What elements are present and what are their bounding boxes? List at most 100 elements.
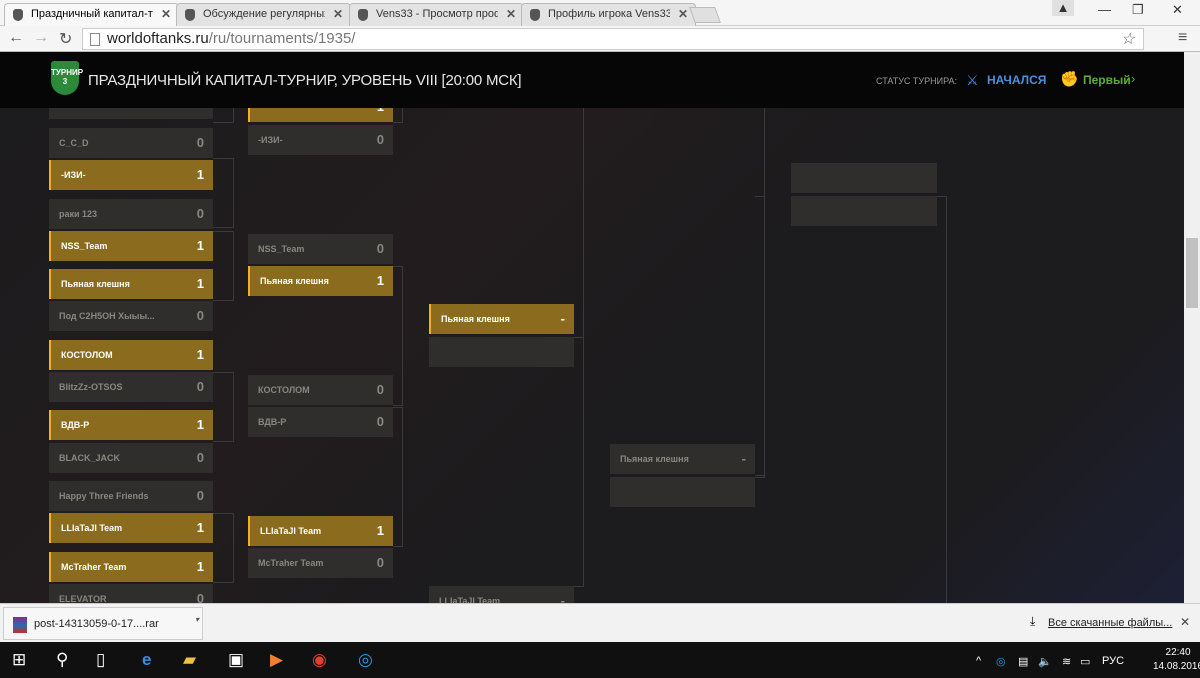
bracket-connector <box>213 513 234 583</box>
team-name: -ИЗИ- <box>61 170 86 180</box>
user-icon[interactable]: ▲ <box>1052 0 1074 16</box>
forward-icon[interactable]: → <box>33 29 49 46</box>
team-score: 1 <box>196 167 204 182</box>
close-download-bar-icon[interactable]: ✕ <box>1180 615 1191 629</box>
tray-expand-icon[interactable]: ^ <box>976 655 982 667</box>
task-view-icon[interactable]: ▯ <box>96 650 106 669</box>
wifi-icon[interactable]: ≋ <box>1062 656 1072 668</box>
network-device-icon[interactable]: ▤ <box>1018 656 1029 668</box>
team-slot[interactable] <box>610 477 755 507</box>
team-score: 0 <box>376 382 384 397</box>
team-name: BLACK_JACK <box>59 453 121 463</box>
notifications-icon[interactable]: ▭ <box>1080 656 1091 668</box>
team-slot[interactable]: 1 <box>248 108 393 122</box>
team-score: 1 <box>196 417 204 432</box>
team-slot[interactable] <box>791 163 937 193</box>
app-icon[interactable]: ◎ <box>358 650 373 669</box>
tray-app-icon[interactable]: ◎ <box>996 656 1006 668</box>
menu-icon[interactable]: ≡ <box>1178 29 1188 46</box>
bracket-connector <box>937 196 947 603</box>
team-score: 1 <box>196 238 204 253</box>
close-tab-icon[interactable]: ✕ <box>160 7 171 21</box>
tab-label: Профиль игрока Vens33 <box>548 8 670 20</box>
reload-icon[interactable]: ↻ <box>59 31 73 48</box>
tab-discussion[interactable]: Обсуждение регулярных✕ <box>176 3 351 26</box>
chrome-icon[interactable]: ◉ <box>312 650 327 669</box>
team-name: LLIaTaJI Team <box>260 526 322 536</box>
tab-profile-view[interactable]: Vens33 - Просмотр проф ✕ <box>349 3 524 26</box>
team-slot[interactable] <box>49 108 213 119</box>
chevron-right-icon[interactable]: › <box>1131 71 1136 86</box>
dropdown-icon[interactable]: ▾ <box>194 615 199 624</box>
team-slot[interactable]: -ИЗИ-0 <box>248 125 393 155</box>
scroll-thumb[interactable] <box>1186 238 1198 308</box>
team-name: Пьяная клешня <box>441 314 510 324</box>
tab-label: Vens33 - Просмотр проф <box>376 8 498 20</box>
bookmark-star-icon[interactable]: ☆ <box>1120 31 1135 48</box>
close-tab-icon[interactable]: ✕ <box>505 7 516 21</box>
close-window-icon[interactable]: ✕ <box>1172 2 1183 17</box>
new-tab-button[interactable] <box>689 7 721 23</box>
download-bar: post-14313059-0-17....rar▾ ⤓ Все скачанн… <box>0 603 1200 642</box>
close-tab-icon[interactable]: ✕ <box>677 7 688 21</box>
file-explorer-icon[interactable]: ▰ <box>183 650 197 669</box>
edge-icon[interactable]: e <box>142 650 152 669</box>
team-slot[interactable]: Пьяная клешня- <box>429 304 574 334</box>
team-slot[interactable] <box>429 337 574 367</box>
team-slot[interactable] <box>791 196 937 226</box>
bracket-connector <box>574 108 584 338</box>
minimize-icon[interactable]: — <box>1098 2 1111 17</box>
media-player-icon[interactable]: ▶ <box>270 650 284 669</box>
team-slot[interactable]: Пьяная клешня- <box>610 444 755 474</box>
volume-icon[interactable]: 🔈 <box>1038 656 1052 668</box>
restore-icon[interactable]: ❐ <box>1132 2 1144 17</box>
team-slot[interactable]: -ИЗИ- 1 <box>49 160 213 190</box>
back-icon[interactable]: ← <box>8 29 24 46</box>
team-slot[interactable]: КОСТОЛОМ 0 <box>248 375 393 405</box>
status-label: СТАТУС ТУРНИРА: <box>876 76 958 86</box>
fist-icon: ✊ <box>1060 71 1079 88</box>
tab-player-profile[interactable]: Профиль игрока Vens33 ✕ <box>521 3 696 26</box>
all-downloads-link[interactable]: Все скачанные файлы... <box>1048 617 1173 629</box>
team-slot[interactable]: Под C2H5OH Хыыы...0 <box>49 301 213 331</box>
language-indicator[interactable]: РУС <box>1102 655 1125 667</box>
url-input[interactable]: worldoftanks.ru/ru/tournaments/1935/☆ <box>82 28 1144 50</box>
download-icon: ⤓ <box>1030 614 1036 628</box>
search-icon[interactable]: ⚲ <box>56 650 69 669</box>
store-icon[interactable]: ▣ <box>228 650 245 669</box>
windows-start-icon[interactable]: ⊞ <box>12 650 27 669</box>
close-tab-icon[interactable]: ✕ <box>332 7 343 21</box>
team-slot[interactable]: LLIaTaJI Team- <box>429 586 574 603</box>
team-name: -ИЗИ- <box>258 135 283 145</box>
team-score: 1 <box>196 347 204 362</box>
team-score: 0 <box>376 414 384 429</box>
crossed-swords-icon: ⚔ <box>966 72 979 88</box>
team-name: КОСТОЛОМ <box>258 385 310 395</box>
team-name: Пьяная клешня <box>61 279 130 289</box>
tab-tournament[interactable]: Праздничный капитал-ту✕ <box>4 3 179 26</box>
scrollbar[interactable] <box>1184 52 1200 603</box>
download-item[interactable]: post-14313059-0-17....rar▾ <box>3 607 203 640</box>
url-domain: worldoftanks.ru <box>107 30 209 47</box>
user-link[interactable]: Первый <box>1083 73 1131 87</box>
winrar-icon <box>13 617 27 633</box>
